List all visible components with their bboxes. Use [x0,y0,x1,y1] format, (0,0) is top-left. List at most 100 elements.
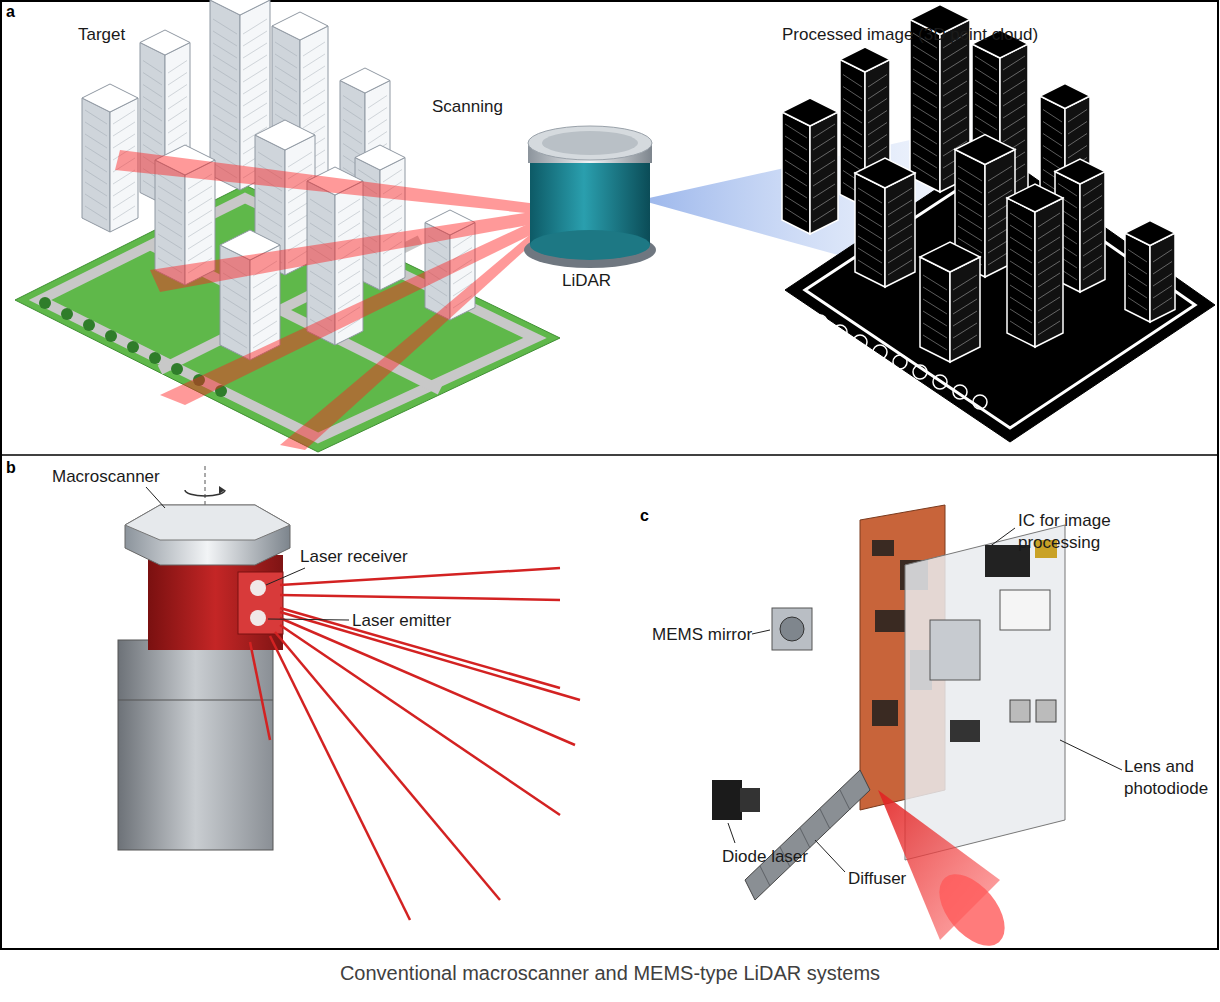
building [255,120,315,150]
building-floor [275,42,297,56]
building-floor [288,152,312,167]
building-floor [168,61,187,74]
building-floor [843,99,862,112]
building-floor [303,114,325,128]
building-floor [213,91,237,106]
building-floor [143,85,162,98]
building-floor [943,93,967,108]
building-floor [1010,213,1032,227]
tree-outline [913,365,927,379]
building-floor [303,102,325,116]
building-floor [953,311,977,326]
building-floor [1083,208,1102,221]
building-floor [243,91,267,106]
laser-receiver [250,580,266,596]
building [885,173,915,287]
building-floor [888,200,912,215]
building-floor [85,182,107,196]
macroscanner-head [125,505,290,540]
building-floor [1010,225,1032,239]
building-floor [785,184,807,198]
building-floor [113,206,135,220]
building [910,20,940,193]
building-floor [868,75,887,88]
building-floor [85,146,107,160]
building-floor [275,102,297,116]
building-floor [843,159,862,172]
building-floor [1010,273,1032,287]
laser-cone [927,862,1018,957]
building-floor [1010,309,1032,323]
tree-outline [813,315,827,329]
building-floor [113,122,135,136]
building-floor [303,54,325,68]
building-floor [368,108,387,121]
building-floor [813,208,835,222]
building-floor [1153,274,1172,287]
building [82,84,138,112]
building-floor [243,103,267,118]
building-floor [213,139,237,154]
building-floor [843,147,862,160]
building-floor [428,284,447,297]
building-floor [868,111,887,124]
building-floor [1003,68,1025,82]
panel-letter: b [6,458,16,479]
building-floor [243,43,267,58]
building-floor [1038,321,1060,335]
tree [39,297,51,309]
building-floor [1003,56,1025,70]
building [340,68,390,93]
building-floor [428,248,447,261]
building-floor [923,299,947,314]
building [272,12,328,40]
building-floor [958,190,982,205]
leader-line [268,619,349,620]
building-floor [253,273,277,288]
building-floor [975,116,997,130]
laser-beams [250,568,580,920]
building-floor [85,194,107,208]
diode-laser [712,780,742,820]
building-floor [168,97,187,110]
building-floor [1003,116,1025,130]
building-floor [113,194,135,208]
tree-outline [873,345,887,359]
panel-letter: c [640,506,649,527]
building-floor [303,66,325,80]
part-label: Processed image (3D point cloud) [782,24,1038,46]
building-floor [953,323,977,338]
building-floor [113,182,135,196]
building-floor [223,309,247,324]
building-floor [1128,250,1147,263]
building-floor [1003,104,1025,118]
tree-outline [833,325,847,339]
building-floor [888,188,912,203]
building-floor [1038,273,1060,287]
part-label: LiDAR [562,270,611,292]
building-floor [168,133,187,146]
laser-emitter [250,610,266,626]
building-floor [913,129,937,144]
macroscanner-head [125,505,290,565]
building-floor [368,120,387,133]
lidar-body [530,230,650,260]
building-floor [785,196,807,210]
building-floor [383,266,402,279]
building [920,257,950,362]
building [1007,184,1063,212]
building-floor [943,57,967,72]
building-floor [1128,286,1147,299]
building [1040,84,1090,109]
building-floor [843,87,862,100]
building-floor [85,206,107,220]
building-floor [953,299,977,314]
building-floor [858,224,882,239]
building-floor [1038,237,1060,251]
building-floor [143,73,162,86]
building-floor [188,222,212,237]
building-floor [383,254,402,267]
part-label: Diode laser [722,846,808,868]
building-floor [275,54,297,68]
building-floor [168,121,187,134]
